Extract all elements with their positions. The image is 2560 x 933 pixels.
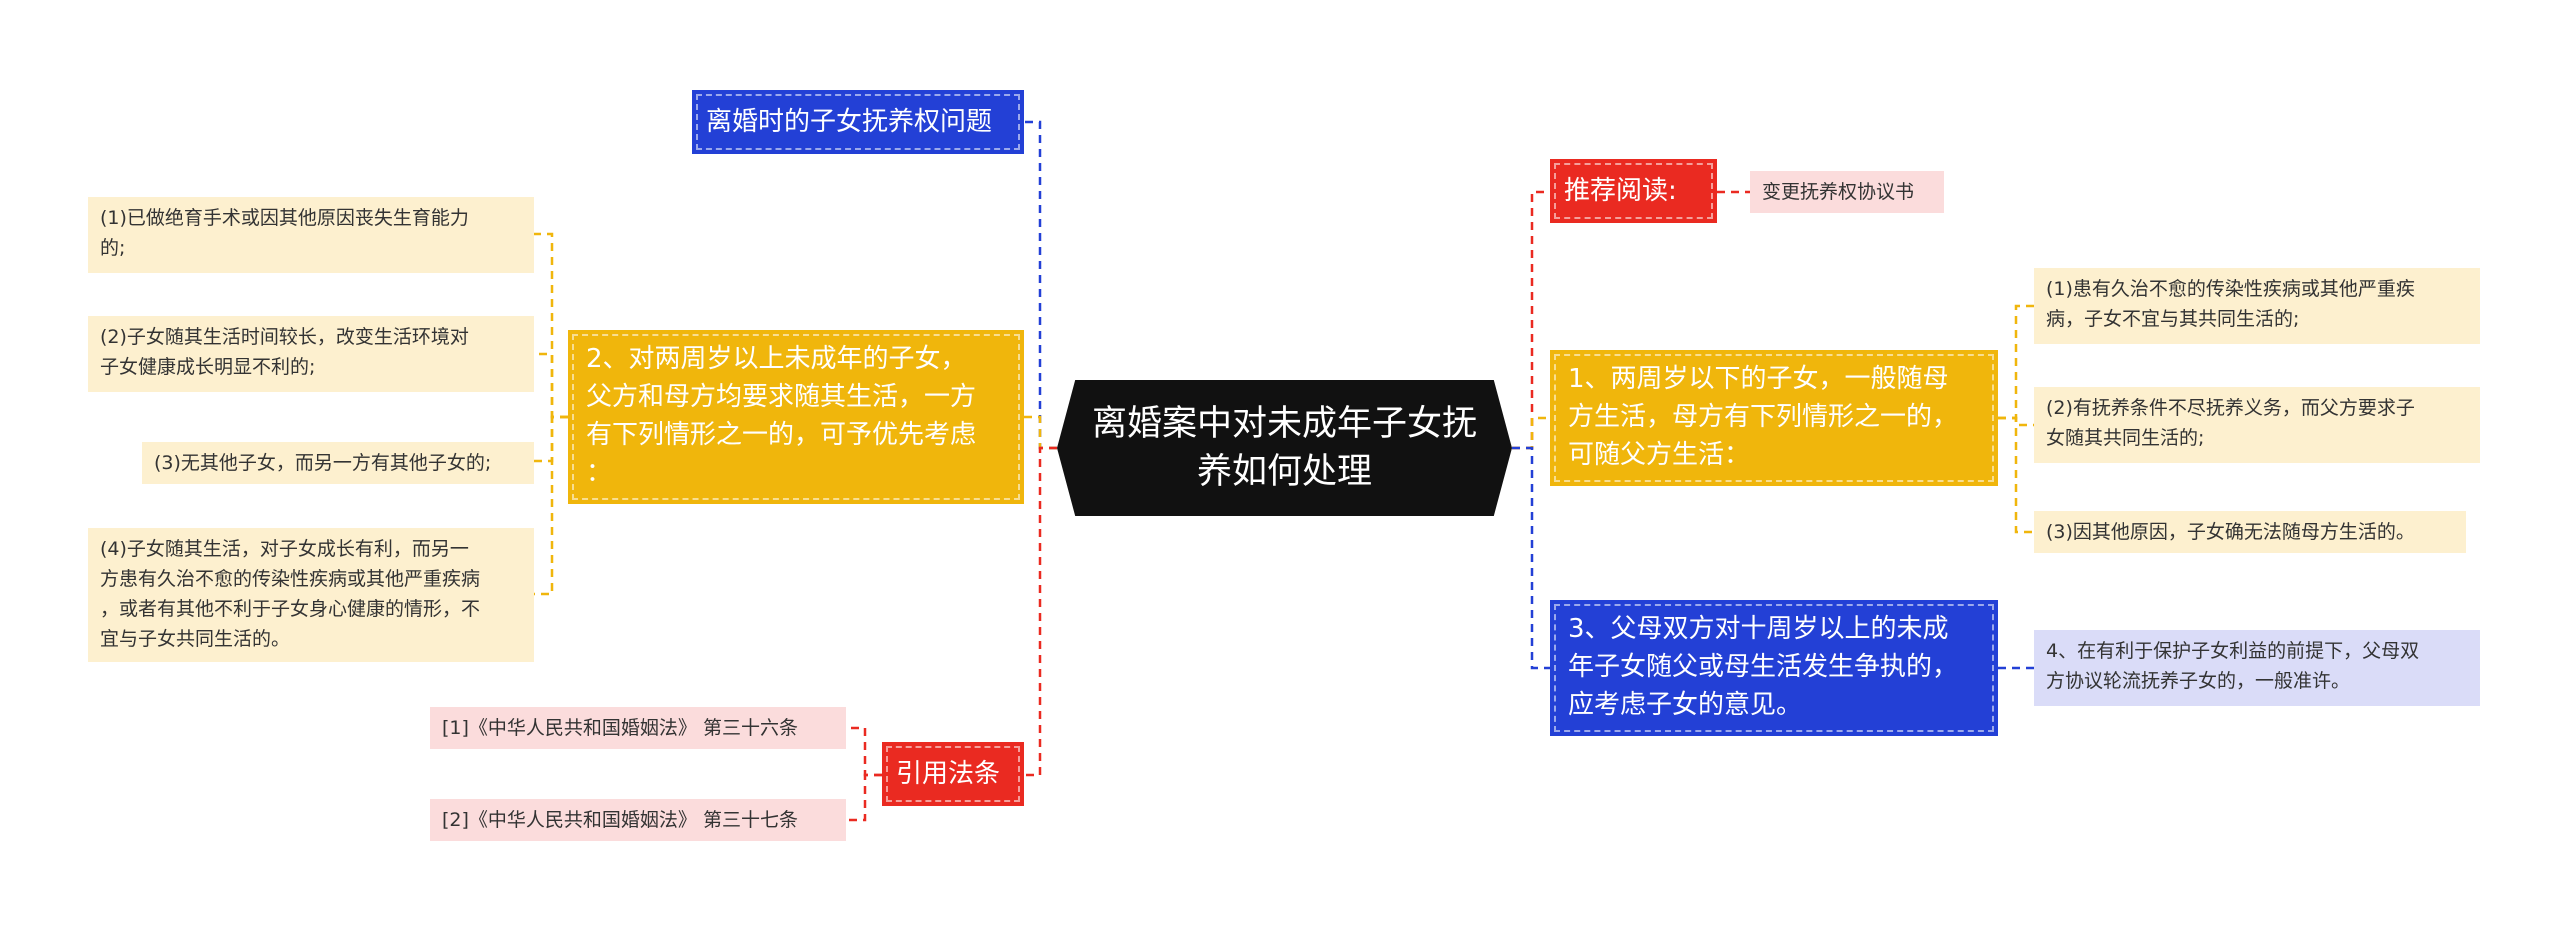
right-item-2-line-1: (2)有抚养条件不尽抚养义务，而父方要求子 xyxy=(2046,397,2415,419)
root-title-line-2: 养如何处理 xyxy=(1196,452,1372,492)
right-item-1-line-2: 病，子女不宜与其共同生活的; xyxy=(2046,308,2300,330)
right-item-1-line-1: (1)患有久治不愈的传染性疾病或其他严重疾 xyxy=(2046,278,2415,300)
law-item-2-label: [2]《中华人民共和国婚姻法》 第三十七条 xyxy=(442,809,798,831)
recommended-node[interactable]: 推荐阅读: xyxy=(1550,159,1717,223)
custody-issue-label: 离婚时的子女抚养权问题 xyxy=(706,107,993,137)
over-ten-node[interactable]: 3、父母双方对十周岁以上的未成 年子女随父或母生活发生争执的， 应考虑子女的意见… xyxy=(1550,600,1998,736)
under-two-line-3: 可随父方生活： xyxy=(1568,440,1751,470)
cited-laws-label: 引用法条 xyxy=(896,759,1001,789)
recommended-label: 推荐阅读: xyxy=(1564,176,1677,206)
over-two-line-3: 有下列情形之一的，可予优先考虑 xyxy=(586,420,977,450)
right-item-3-line-1: (3)因其他原因，子女确无法随母方生活的。 xyxy=(2046,521,2415,543)
link-right-item-1 xyxy=(1998,304,2034,420)
link-law-1 xyxy=(846,726,882,777)
right-item-2[interactable]: (2)有抚养条件不尽抚养义务，而父方要求子 女随其共同生活的; xyxy=(2034,387,2480,463)
law-item-1[interactable]: [1]《中华人民共和国婚姻法》 第三十六条 xyxy=(430,707,846,749)
left-item-4[interactable]: (4)子女随其生活，对子女成长有利，而另一 方患有久治不愈的传染性疾病或其他严重… xyxy=(88,528,534,662)
right-item-1[interactable]: (1)患有久治不愈的传染性疾病或其他严重疾 病，子女不宜与其共同生活的; xyxy=(2034,268,2480,344)
root-topic[interactable]: 离婚案中对未成年子女抚 养如何处理 xyxy=(1057,380,1512,516)
over-two-line-2: 父方和母方均要求随其生活，一方 xyxy=(586,382,977,412)
under-two-node[interactable]: 1、两周岁以下的子女，一般随母 方生活，母方有下列情形之一的， 可随父方生活： xyxy=(1550,350,1998,486)
left-item-4-line-3: ，或者有其他不利于子女身心健康的情形，不 xyxy=(100,598,481,620)
left-item-3-line-1: (3)无其他子女，而另一方有其他子女的; xyxy=(154,452,492,474)
cited-laws-node[interactable]: 引用法条 xyxy=(882,742,1024,806)
left-item-4-line-2: 方患有久治不愈的传染性疾病或其他严重疾病 xyxy=(100,568,481,590)
law-item-1-label: [1]《中华人民共和国婚姻法》 第三十六条 xyxy=(442,717,798,739)
link-left-item-2 xyxy=(534,352,568,419)
link-under-two xyxy=(1512,416,1550,450)
over-ten-line-2: 年子女随父或母生活发生争执的， xyxy=(1568,652,1959,682)
left-item-2-line-1: (2)子女随其生活时间较长，改变生活环境对 xyxy=(100,326,469,348)
left-item-2[interactable]: (2)子女随其生活时间较长，改变生活环境对 子女健康成长明显不利的; xyxy=(88,316,534,392)
over-ten-line-1: 3、父母双方对十周岁以上的未成 xyxy=(1568,614,1949,644)
left-item-4-line-1: (4)子女随其生活，对子女成长有利，而另一 xyxy=(100,538,469,560)
under-two-line-1: 1、两周岁以下的子女，一般随母 xyxy=(1568,364,1949,394)
left-item-3[interactable]: (3)无其他子女，而另一方有其他子女的; xyxy=(142,442,534,484)
link-left-item-3 xyxy=(534,415,568,463)
root-title-line-1: 离婚案中对未成年子女抚 xyxy=(1091,404,1477,444)
left-item-2-line-2: 子女健康成长明显不利的; xyxy=(100,356,316,378)
link-right-item-3 xyxy=(1998,416,2034,534)
left-item-4-line-4: 宜与子女共同生活的。 xyxy=(100,628,291,650)
link-over-two xyxy=(1024,415,1057,450)
right-item-2-line-2: 女随其共同生活的; xyxy=(2046,427,2205,449)
link-custody-issue xyxy=(1024,120,1057,450)
over-two-line-4: ： xyxy=(586,458,613,488)
link-law-2 xyxy=(846,773,882,822)
left-item-1-line-2: 的; xyxy=(100,237,126,259)
over-ten-item-line-1: 4、在有利于保护子女利益的前提下，父母双 xyxy=(2046,640,2420,662)
over-ten-item-line-2: 方协议轮流抚养子女的，一般准许。 xyxy=(2046,670,2351,692)
link-recommended xyxy=(1512,190,1550,450)
law-item-2[interactable]: [2]《中华人民共和国婚姻法》 第三十七条 xyxy=(430,799,846,841)
right-item-3[interactable]: (3)因其他原因，子女确无法随母方生活的。 xyxy=(2034,511,2466,553)
left-item-1-line-1: (1)已做绝育手术或因其他原因丧失生育能力 xyxy=(100,207,469,229)
over-two-line-1: 2、对两周岁以上未成年的子女， xyxy=(586,344,967,374)
left-item-1[interactable]: (1)已做绝育手术或因其他原因丧失生育能力 的; xyxy=(88,197,534,273)
recommended-item-label: 变更抚养权协议书 xyxy=(1762,181,1915,203)
over-ten-line-3: 应考虑子女的意见。 xyxy=(1568,690,1803,720)
link-cited-laws xyxy=(1024,446,1057,777)
link-over-ten xyxy=(1512,446,1550,670)
custody-issue-node[interactable]: 离婚时的子女抚养权问题 xyxy=(692,90,1024,154)
recommended-item[interactable]: 变更抚养权协议书 xyxy=(1750,171,1944,213)
link-left-item-4 xyxy=(534,415,568,596)
under-two-line-2: 方生活，母方有下列情形之一的， xyxy=(1568,402,1959,432)
over-two-node[interactable]: 2、对两周岁以上未成年的子女， 父方和母方均要求随其生活，一方 有下列情形之一的… xyxy=(568,330,1024,504)
over-ten-item[interactable]: 4、在有利于保护子女利益的前提下，父母双 方协议轮流抚养子女的，一般准许。 xyxy=(2034,630,2480,706)
